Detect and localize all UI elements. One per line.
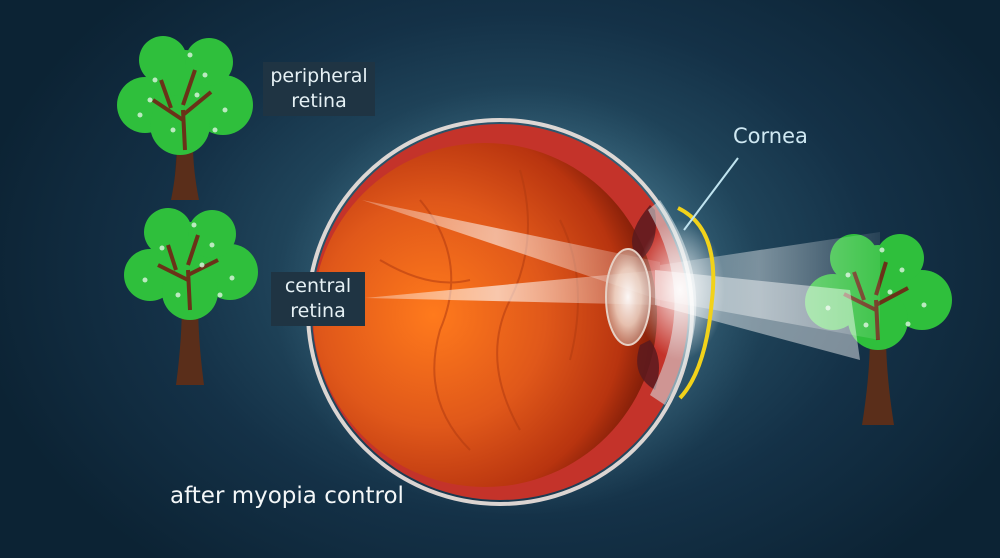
cornea-pointer-line — [683, 157, 739, 231]
tree-middle-left-icon — [124, 208, 258, 385]
caption: after myopia control — [170, 483, 404, 509]
light-glow — [635, 220, 725, 360]
peripheral-retina-label: peripheral retina — [263, 62, 375, 116]
central-label-line-1: central — [284, 275, 352, 297]
eyeball — [306, 118, 697, 506]
cornea-outline — [677, 206, 716, 400]
peripheral-label-line-1: peripheral — [270, 65, 368, 87]
tree-top-left-icon — [117, 36, 253, 200]
peripheral-label-line-2: retina — [291, 90, 347, 112]
central-retina-label: central retina — [271, 272, 365, 326]
cornea-label: Cornea — [733, 124, 808, 148]
central-label-line-2: retina — [290, 300, 346, 322]
